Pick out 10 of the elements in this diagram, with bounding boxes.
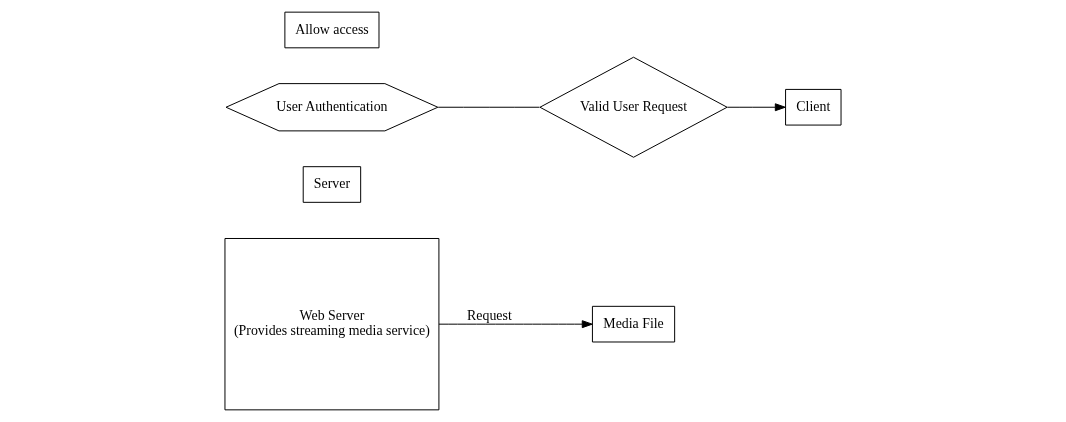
arrow (438, 320, 593, 329)
connector (437, 106, 541, 108)
edge-label: Request (467, 308, 512, 324)
node-box: Client (785, 88, 842, 126)
arrow (726, 103, 786, 112)
node-box: Allow access (284, 11, 380, 49)
node-box: Media File (591, 305, 676, 343)
node-box: Server (302, 166, 362, 203)
node-box: Web Server (Provides streaming media service) (224, 238, 440, 411)
node-diamond: Valid User Request (539, 56, 728, 158)
